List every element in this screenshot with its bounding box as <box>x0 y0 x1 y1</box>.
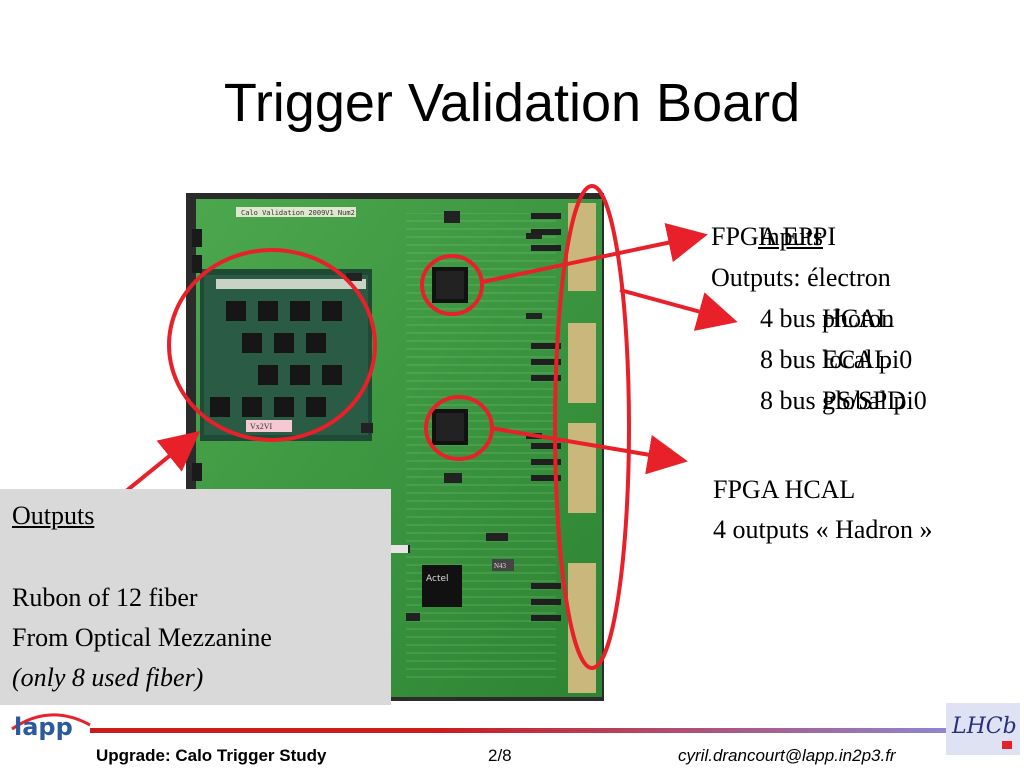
outputs-heading: Outputs <box>12 501 95 530</box>
footer-bar <box>90 728 950 733</box>
eppi-line-1: 4 bus HCAL <box>760 304 893 333</box>
lhcb-logo: LHCb <box>946 703 1020 755</box>
outputs-line-1: Rubon of 12 fiber <box>12 583 198 612</box>
actel-label: Actel <box>426 574 449 584</box>
outputs-box: Outputs Rubon of 12 fiber From Optical M… <box>0 489 391 705</box>
eppi-overprint-2: local pi0 <box>822 345 913 374</box>
inputs-overprint-label: Inputs <box>758 222 823 251</box>
fpga-hcal-title: FPGA HCAL <box>713 475 856 504</box>
lhcb-logo-text: LHCb <box>951 714 1017 739</box>
fpga-eppi-outputs: Outputs: électron <box>711 263 891 292</box>
board-silkscreen-label: Calo Validation 2009V1 Num2 <box>241 209 355 217</box>
lapp-logo-text: lapp <box>14 713 73 741</box>
footer-title: Upgrade: Calo Trigger Study <box>96 746 327 765</box>
lapp-logo: lapp <box>11 713 91 741</box>
fpga-eppi-title: FPGA EPPI <box>711 222 836 251</box>
fpga-hcal-outputs: 4 outputs « Hadron » <box>713 515 933 544</box>
eppi-overprint-3: global pi0 <box>822 386 927 415</box>
outputs-line-2: From Optical Mezzanine <box>12 623 272 652</box>
eppi-line-3: 8 bus PS/SPD <box>760 386 906 415</box>
outputs-line-3: (only 8 used fiber) <box>12 663 204 692</box>
slide-title: Trigger Validation Board <box>223 73 801 133</box>
footer-email: cyril.drancourt@lapp.in2p3.fr <box>678 746 896 765</box>
arrow-to-outputs <box>123 430 201 494</box>
n43-label: N43 <box>494 562 507 570</box>
sticker-label: Vx2VI <box>250 422 273 431</box>
eppi-line-2: 8 bus ECAL <box>760 345 890 374</box>
footer-page-number: 2/8 <box>488 746 512 765</box>
eppi-overprint-1: photon <box>822 304 895 333</box>
